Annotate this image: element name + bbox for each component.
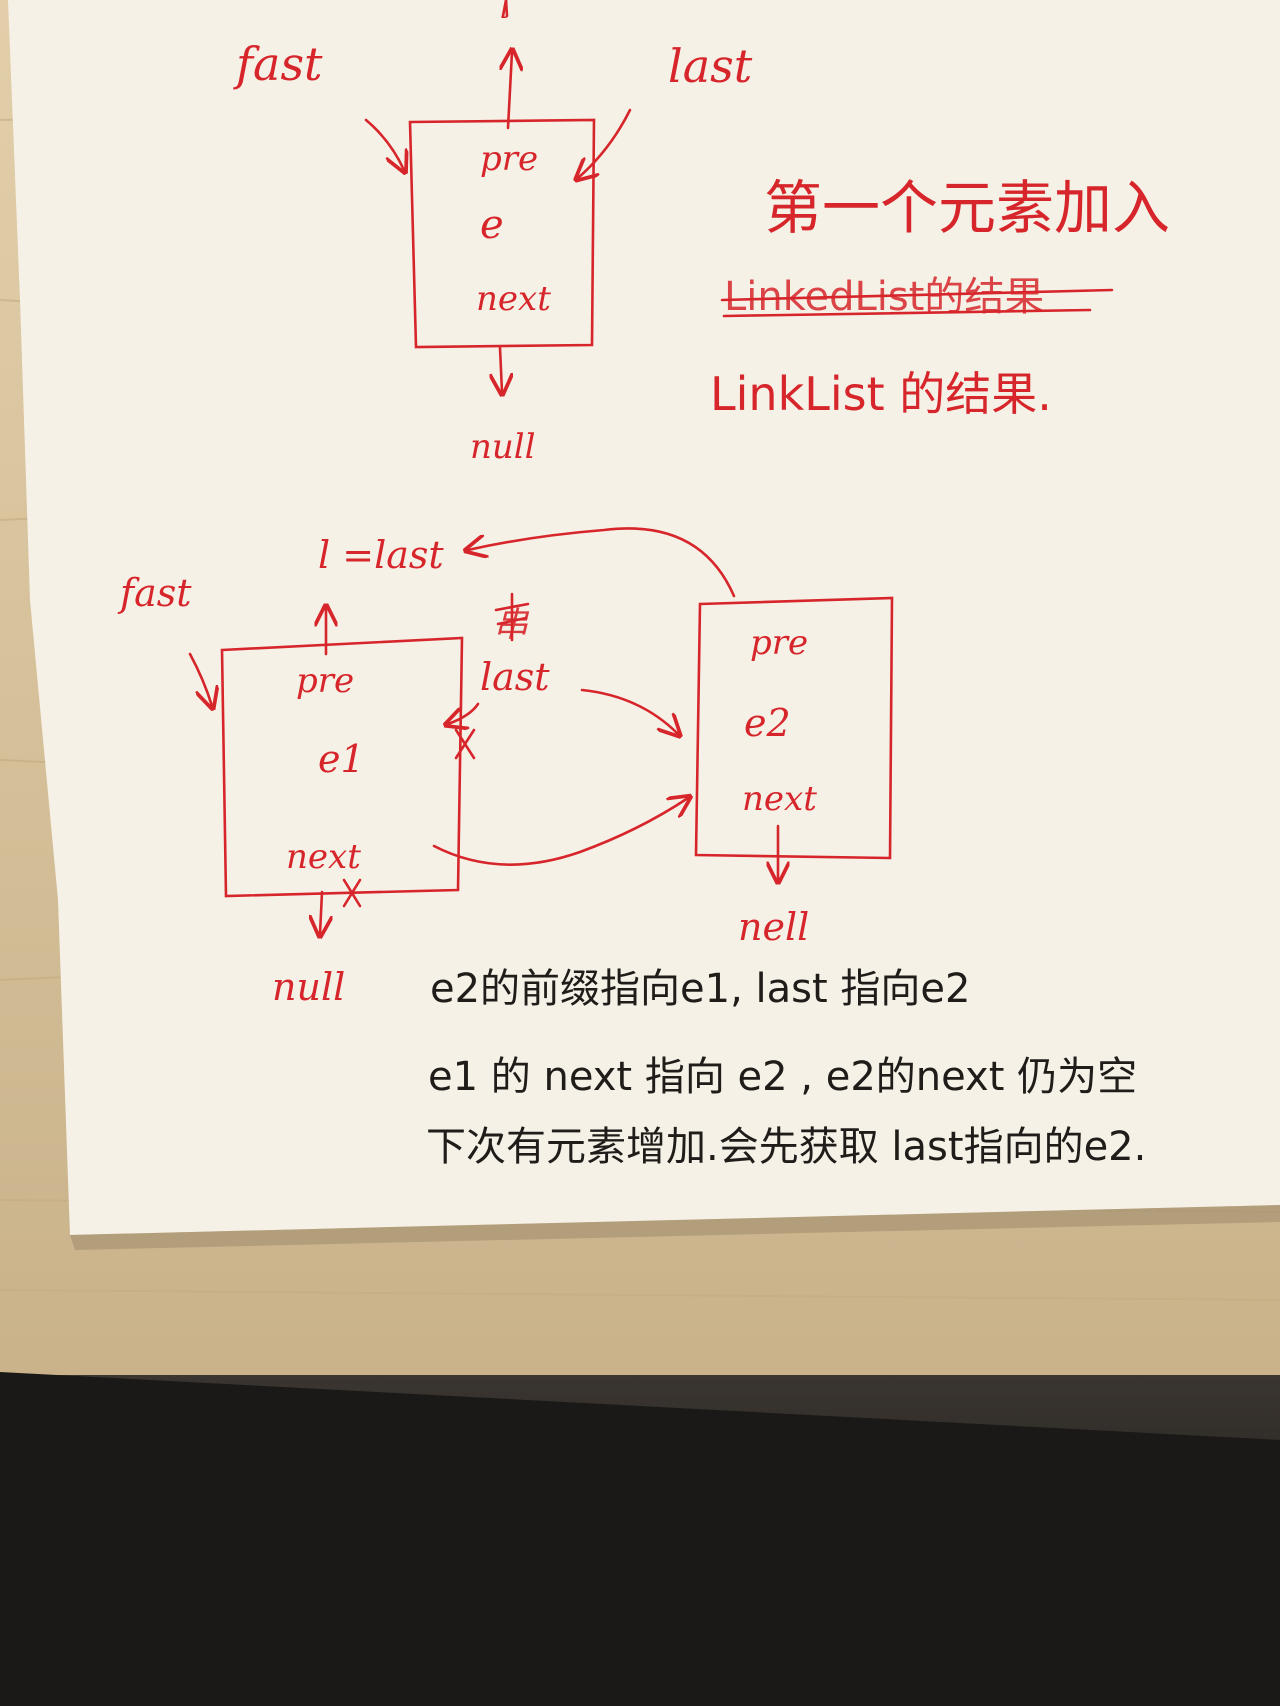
old-last-arrow (448, 702, 480, 724)
l-eq-last-label: l =last (318, 533, 444, 577)
diagram-first-element (364, 0, 1114, 392)
node-pre-label: pre (480, 139, 538, 179)
note-line-3: 下次有元素增加.会先获取 last指向的e2. (426, 1124, 1146, 1170)
fast-arrow-2 (188, 652, 212, 706)
null-label-e1: null (272, 965, 345, 1009)
cross-mark-next (342, 878, 362, 908)
last-to-e2-arrow (580, 688, 678, 734)
laptop-edge (0, 1372, 1280, 1706)
struck-mark-text: 串 (494, 605, 530, 645)
cross-mark-last (454, 728, 476, 760)
next-down-arrow (500, 346, 502, 392)
null-label-e2: nell (738, 905, 809, 949)
node-next-label: next (476, 279, 551, 319)
e1-value-label: e1 (318, 737, 365, 781)
fast-arrow (364, 118, 404, 170)
e1-next-label: next (286, 837, 361, 877)
strike-line-2 (722, 308, 1092, 318)
fast-label-2: fast (117, 571, 192, 615)
null-label-1: null (470, 427, 536, 467)
diagram-second-element (188, 527, 894, 934)
e1-next-to-e2-arrow (432, 798, 688, 866)
paper-shadow (70, 1205, 1280, 1250)
node-box-e2 (694, 596, 894, 860)
scribble-mark (494, 592, 530, 642)
e1-down-arrow (320, 890, 322, 934)
fast-label-1: fast (233, 37, 323, 91)
top-mark (504, 0, 509, 18)
note-line-2: e1 的 next 指向 e2 , e2的next 仍为空 (428, 1054, 1137, 1100)
struck-note: LinkedList的结果 (724, 274, 1044, 320)
last-label-2: last (480, 655, 550, 699)
node-value-e: e (480, 202, 504, 248)
node-box-e1 (220, 636, 464, 898)
node-box-e (408, 118, 596, 349)
note-caption: LinkList 的结果. (710, 367, 1052, 421)
e2-pre-label: pre (750, 623, 808, 663)
strike-line-1 (720, 288, 1114, 302)
note-title: 第一个元素加入 (764, 174, 1170, 242)
e1-pre-label: pre (296, 661, 354, 701)
last-arrow (578, 108, 632, 178)
pre-up-arrow (508, 52, 512, 130)
e2-value-label: e2 (744, 701, 791, 745)
top-pointer-label: l (500, 0, 510, 26)
e2-pre-arrow (468, 527, 736, 598)
last-label-1: last (668, 39, 753, 93)
note-line-1: e2的前缀指向e1, last 指向e2 (430, 966, 970, 1012)
e2-next-label: next (742, 779, 817, 819)
